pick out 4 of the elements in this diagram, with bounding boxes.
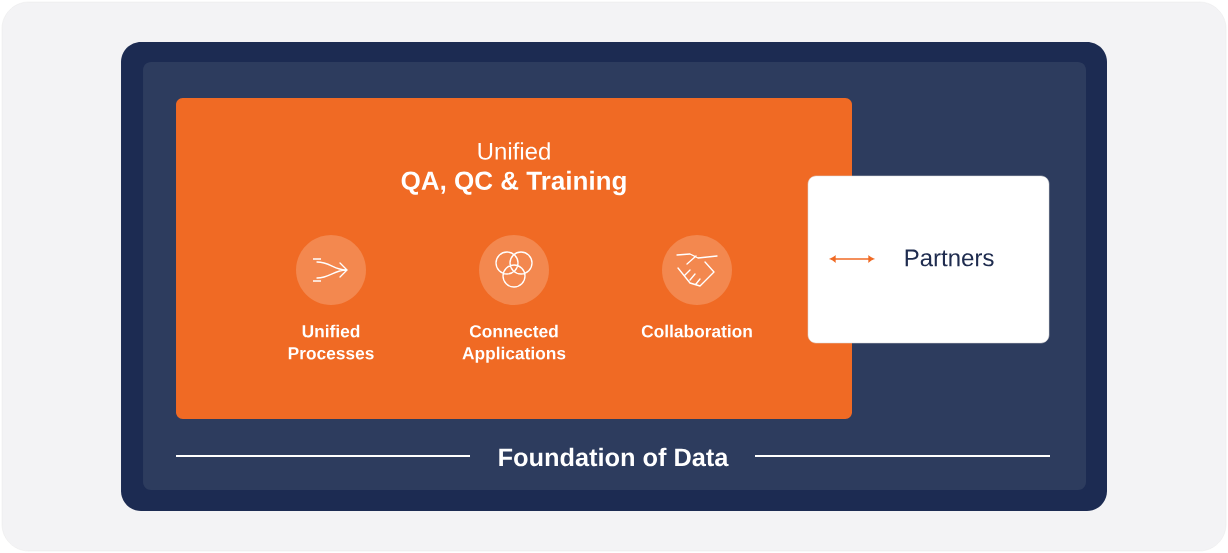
caption: Collaboration xyxy=(641,324,752,338)
caption: Unified Processes xyxy=(288,324,374,360)
partner-box: Partners xyxy=(807,175,1050,344)
caption: Connected Applications xyxy=(462,324,566,363)
